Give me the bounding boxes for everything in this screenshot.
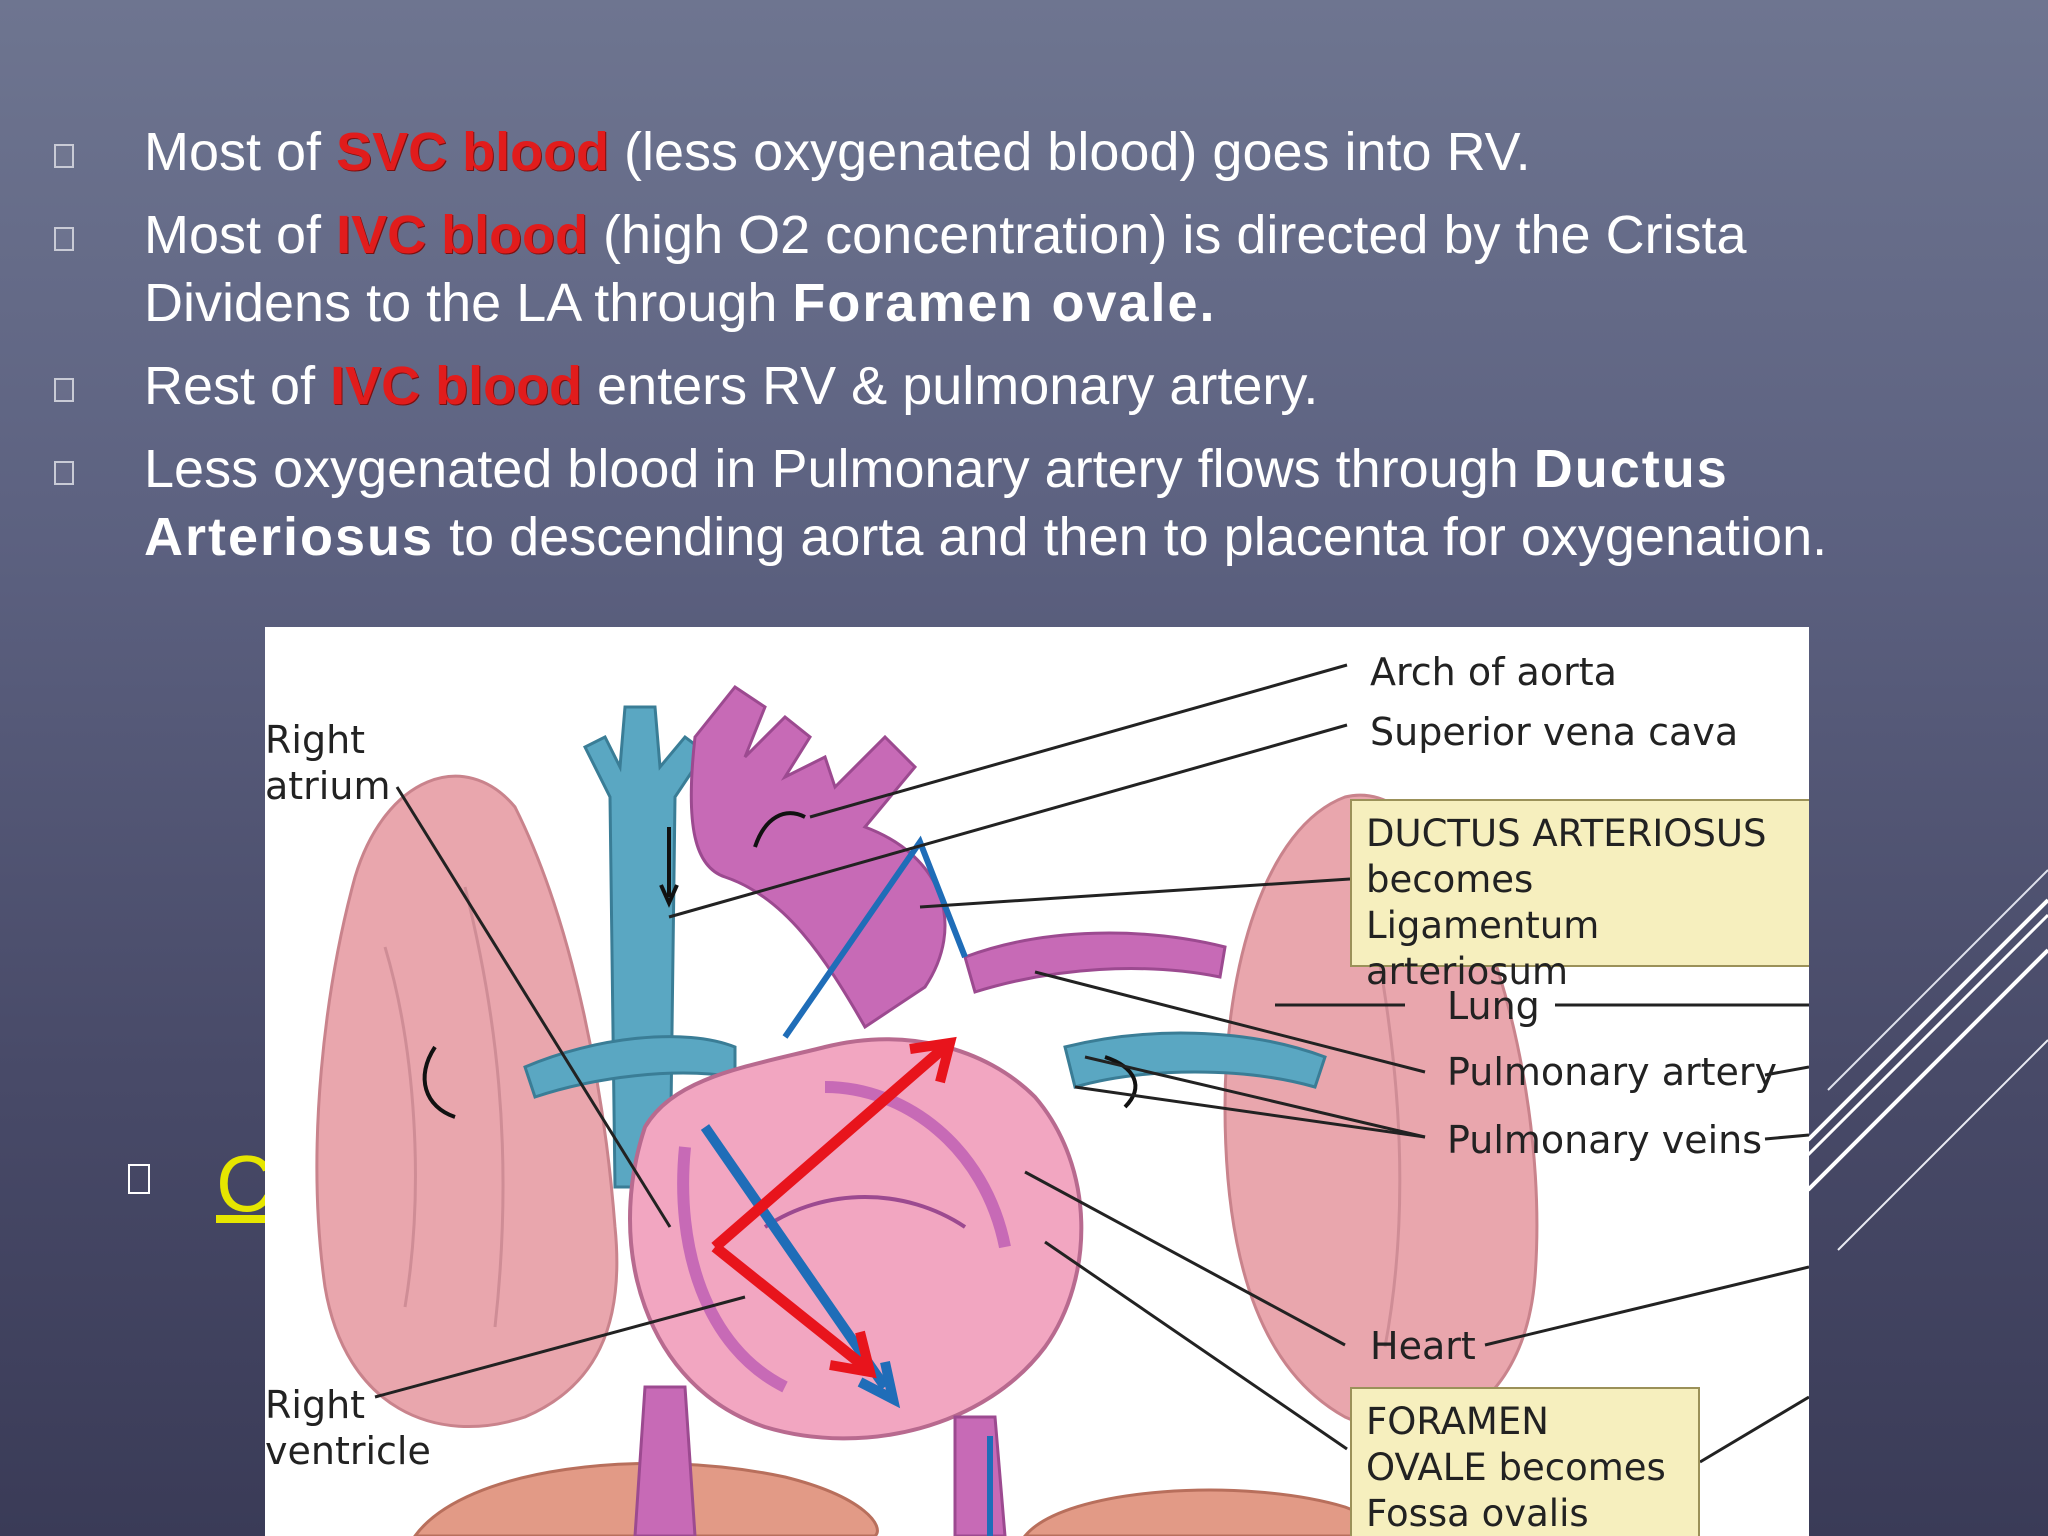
bullet-text: Most of SVC blood (less oxygenated blood… xyxy=(144,118,1864,186)
label-heart: Heart xyxy=(1370,1324,1476,1368)
bullet-marker xyxy=(54,144,74,168)
bullet-text-post: enters RV & pulmonary artery. xyxy=(582,356,1319,416)
bullet-text-post: (less oxygenated blood) goes into RV. xyxy=(609,122,1531,182)
box-line: DUCTUS ARTERIOSUS xyxy=(1366,812,1767,855)
label-lung: Lung xyxy=(1447,984,1540,1028)
label-pulmonary-veins: Pulmonary veins xyxy=(1447,1118,1763,1162)
bullet-marker xyxy=(54,227,74,251)
heart-illustration xyxy=(315,663,1809,1536)
bullet-marker xyxy=(54,461,74,485)
label-arch-of-aorta: Arch of aorta xyxy=(1370,650,1617,694)
bullet-text-pre: Most of xyxy=(144,122,337,182)
ductus-arteriosus-bold: Ductus Arteriosus xyxy=(144,439,1729,567)
bullet-text-pre: Less oxygenated blood in Pulmonary arter… xyxy=(144,439,1534,499)
ivc-blood-highlight: IVC blood xyxy=(336,205,589,265)
box-line: becomes xyxy=(1366,858,1534,901)
bullet-text-pre: Most of xyxy=(144,205,337,265)
box-ductus-arteriosus: DUCTUS ARTERIOSUS becomes Ligamentum art… xyxy=(1350,799,1809,993)
ivc-blood-highlight: IVC blood xyxy=(330,356,583,416)
bullet-text-post: (high O2 concentration) is directed by t… xyxy=(144,205,1747,333)
decorative-lines xyxy=(1808,869,2048,1251)
label-superior-vena-cava: Superior vena cava xyxy=(1370,710,1739,754)
bullet-text: Rest of IVC blood enters RV & pulmonary … xyxy=(144,352,1864,420)
box-line: OVALE becomes xyxy=(1366,1446,1666,1489)
bullet-text: Less oxygenated blood in Pulmonary arter… xyxy=(144,435,1864,571)
bullet-text: Most of IVC blood (high O2 concentration… xyxy=(144,201,1864,337)
bullet-marker xyxy=(54,378,74,402)
box-line: Fossa ovalis xyxy=(1366,1492,1589,1535)
label-pulmonary-artery: Pulmonary artery xyxy=(1447,1050,1778,1094)
box-foramen-ovale: FORAMEN OVALE becomes Fossa ovalis xyxy=(1350,1387,1700,1536)
box-line: FORAMEN xyxy=(1366,1400,1549,1443)
foramen-ovale-bold: Foramen ovale. xyxy=(792,273,1217,333)
svc-blood-highlight: SVC blood xyxy=(336,122,610,182)
bullet-text-pre: Rest of xyxy=(144,356,331,416)
box-line: Ligamentum arteriosum xyxy=(1366,904,1600,993)
hyperlink[interactable]: C xyxy=(216,1139,274,1228)
bullet-text-post: to descending aorta and then to placenta… xyxy=(434,507,1828,567)
bullet-marker xyxy=(128,1164,150,1194)
